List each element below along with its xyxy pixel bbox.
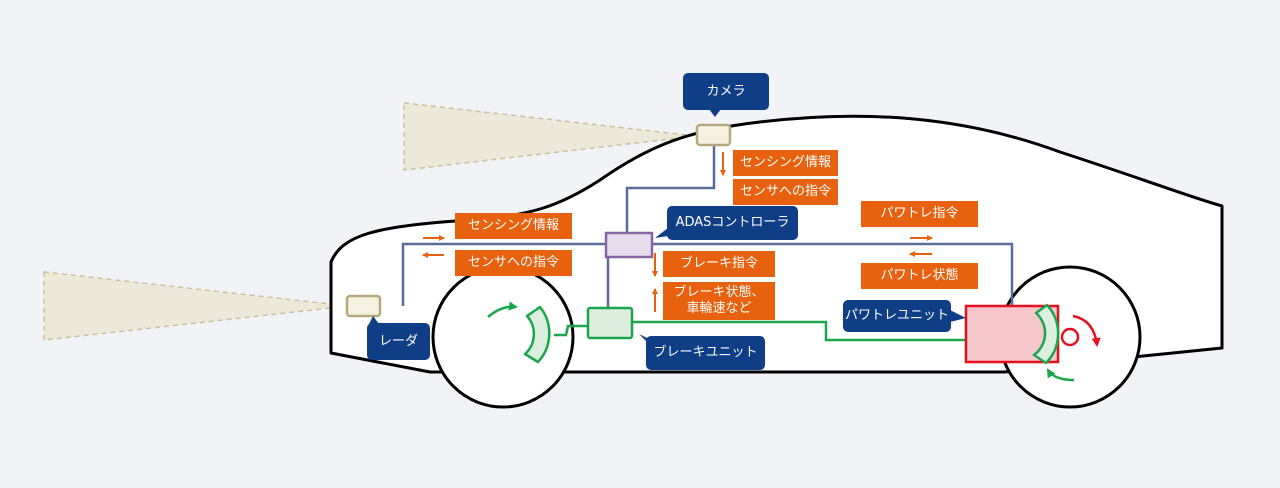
camera-sensing-info-label: センシング情報 <box>733 150 838 176</box>
camera-sensor-command-label: センサへの指令 <box>733 179 838 205</box>
camera-label: カメラ <box>683 73 769 110</box>
drive-rotation-arrow <box>1072 314 1101 347</box>
drive-shaft <box>1060 327 1080 347</box>
radar-callout-pointer <box>369 316 379 324</box>
front-brake-arrow <box>487 301 518 318</box>
brake-command-label: ブレーキ指令 <box>663 251 775 277</box>
brake-state-label: ブレーキ状態、 車輪速など <box>663 282 775 320</box>
front-brake-caliper <box>523 305 551 364</box>
brake-unit-box <box>586 306 634 340</box>
camera-sensor <box>695 123 732 147</box>
powertrain-state-label: パワトレ状態 <box>861 263 978 289</box>
front-wheel <box>431 265 575 409</box>
powertrain-command-label: パワトレ指令 <box>861 201 978 227</box>
powertrain-unit-label: パワトレユニット <box>843 300 951 332</box>
camera-callout-pointer <box>709 109 721 117</box>
adas-controller-label: ADASコントローラ <box>667 206 798 240</box>
brake-state-line2: 車輪速など <box>686 301 752 316</box>
radar-sensing-info-label: センシング情報 <box>455 213 572 239</box>
camera-field-of-view <box>403 102 697 171</box>
brake-unit-label: ブレーキユニット <box>646 336 765 370</box>
radar-sensor-command-label: センサへの指令 <box>455 250 572 276</box>
rear-brake-arrow <box>1046 368 1075 382</box>
radar-field-of-view <box>43 271 349 341</box>
rear-brake-caliper <box>1032 303 1060 365</box>
radar-label: レーダ <box>367 323 430 360</box>
signal-arrows <box>422 152 933 312</box>
brake-state-line1: ブレーキ状態、 <box>673 285 765 300</box>
powertrain-callout-pointer <box>950 310 966 322</box>
adas-callout-pointer <box>655 228 668 238</box>
adas-controller-box <box>604 231 654 259</box>
brake-line <box>554 320 1030 342</box>
vehicle-network <box>401 145 1014 310</box>
radar-sensor <box>345 294 382 318</box>
